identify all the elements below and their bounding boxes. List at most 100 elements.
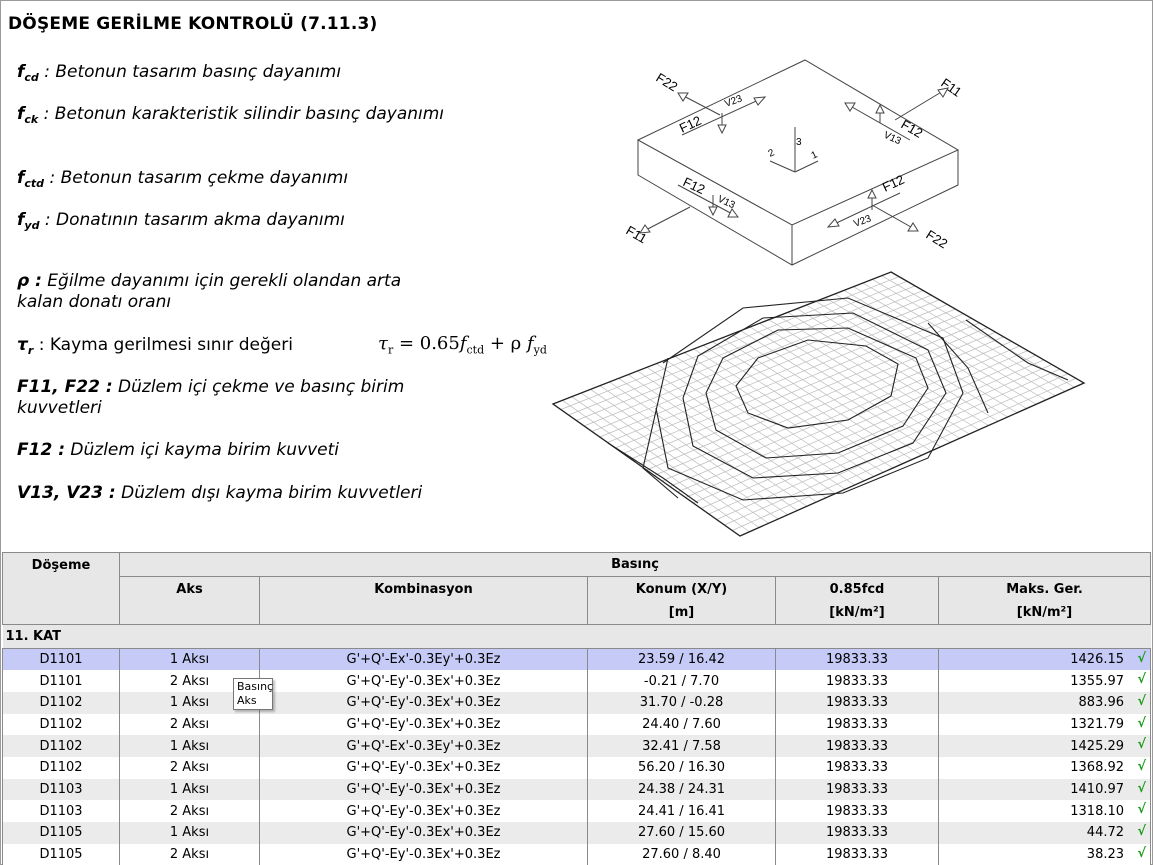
- cell-maks-ger: 1425.29 √: [937, 735, 1152, 757]
- check-icon: √: [1137, 693, 1147, 709]
- cell-fcd: 19833.33: [775, 822, 939, 844]
- check-icon: √: [1137, 737, 1147, 753]
- cell-doseme: D1101: [2, 670, 120, 692]
- cell-doseme: D1101: [2, 648, 120, 671]
- cell-fcd: 19833.33: [775, 691, 939, 714]
- grid-line: [622, 313, 964, 454]
- label-f22: F22: [653, 70, 680, 95]
- grid-line: [716, 368, 1061, 520]
- cell-maks-ger: 1368.92 √: [937, 756, 1152, 779]
- cell-konum: 24.41 / 16.41: [587, 800, 776, 822]
- cell-konum: 31.70 / -0.28: [587, 691, 776, 714]
- maks-ger-value: 44.72: [1086, 825, 1125, 841]
- grid-line: [669, 341, 1012, 487]
- cell-fcd: 19833.33: [775, 735, 939, 757]
- col-header-doseme[interactable]: Döşeme: [2, 552, 120, 625]
- maks-ger-value: 1321.79: [1070, 716, 1125, 732]
- maks-ger-value: 1410.97: [1070, 781, 1125, 797]
- cell-fcd: 19833.33: [775, 670, 939, 692]
- cell-doseme: D1103: [2, 778, 120, 801]
- maks-ger-value: 1426.15: [1070, 652, 1125, 668]
- col-header-aks[interactable]: Aks: [119, 576, 260, 625]
- cell-maks-ger: 1410.97 √: [937, 778, 1152, 801]
- cell-aks: 1 Aksı: [119, 735, 260, 757]
- label-f12: F12: [681, 174, 708, 197]
- grid-line: [732, 378, 1077, 531]
- cell-maks-ger: 44.72 √: [937, 822, 1152, 844]
- grid-line: [708, 364, 1052, 515]
- grid-line: [638, 322, 980, 465]
- grid-line: [646, 327, 988, 471]
- label-axis-2: 2: [767, 147, 777, 160]
- cell-kombinasyon: G'+Q'-Ex'-0.3Ey'+0.3Ez: [259, 648, 588, 671]
- def-fyd: fyd : Donatının tasarım akma dayanımı: [17, 210, 345, 232]
- def-fctd: fctd : Betonun tasarım çekme dayanımı: [17, 168, 349, 190]
- label-axis-3: 3: [796, 137, 802, 148]
- maks-ger-value: 1368.92: [1070, 760, 1125, 776]
- tau-formula: τr = 0.65fctd + ρ fyd: [378, 333, 547, 357]
- cell-konum: 32.41 / 7.58: [587, 735, 776, 757]
- cell-aks: 1 Aksı: [119, 822, 260, 844]
- grid-line: [615, 308, 956, 449]
- cell-maks-ger: 883.96 √: [937, 691, 1152, 714]
- grid-line: [661, 336, 1004, 482]
- cell-maks-ger: 1355.97√: [937, 670, 1152, 692]
- cell-kombinasyon: G'+Q'-Ey'-0.3Ex'+0.3Ez: [259, 822, 588, 844]
- col-header-maks-ger[interactable]: Maks. Ger.[kN/m²]: [937, 576, 1152, 625]
- check-icon: √: [1137, 758, 1147, 774]
- cell-konum: 24.38 / 24.31: [587, 778, 776, 801]
- def-fck: fck : Betonun karakteristik silindir bas…: [17, 104, 445, 126]
- col-header-fcd[interactable]: 0.85fcd[kN/m²]: [775, 576, 939, 625]
- check-icon: √: [1137, 824, 1147, 839]
- grid-line: [654, 331, 996, 476]
- def-v13-v23: V13, V23 : Düzlem dışı kayma birim kuvve…: [17, 483, 423, 503]
- cell-konum: 27.60 / 8.40: [587, 843, 776, 865]
- group-header-basinc: Basınç: [118, 552, 1152, 577]
- stress-table: Döşeme Basınç Aks Kombinasyon Konum (X/Y…: [2, 552, 1152, 865]
- grid-line: [576, 285, 916, 421]
- cell-aks: 2 Aksı: [119, 843, 260, 865]
- cell-konum: 27.60 / 15.60: [587, 822, 776, 844]
- maks-ger-value: 1425.29: [1070, 738, 1125, 754]
- cell-kombinasyon: G'+Q'-Ey'-0.3Ex'+0.3Ez: [259, 843, 588, 865]
- cell-fcd: 19833.33: [775, 778, 939, 801]
- cell-fcd: 19833.33: [775, 756, 939, 779]
- slab-contour-diagram: [551, 271, 1086, 537]
- cell-konum: -0.21 / 7.70: [587, 670, 776, 692]
- cell-doseme: D1102: [2, 735, 120, 757]
- maks-ger-value: 1318.10: [1070, 803, 1125, 819]
- cell-doseme: D1105: [2, 843, 120, 865]
- check-icon: √: [1137, 780, 1147, 796]
- cell-kombinasyon: G'+Q'-Ey'-0.3Ex'+0.3Ez: [259, 713, 588, 736]
- cell-doseme: D1102: [2, 691, 120, 714]
- stress-table-container: Döşeme Basınç Aks Kombinasyon Konum (X/Y…: [2, 552, 1152, 865]
- cell-kombinasyon: G'+Q'-Ey'-0.3Ex'+0.3Ez: [259, 800, 588, 822]
- cell-doseme: D1102: [2, 756, 120, 779]
- def-f11-f22: F11, F22 : Düzlem içi çekme ve basınç bi…: [17, 377, 405, 418]
- cell-doseme: D1103: [2, 800, 120, 822]
- grid-line: [584, 290, 924, 427]
- label-v13: V13: [716, 194, 737, 212]
- col-header-kombinasyon[interactable]: Kombinasyon: [259, 576, 588, 625]
- grid-line: [591, 294, 932, 432]
- def-rho: ρ : Eğilme dayanımı için gerekli olandan…: [17, 271, 402, 312]
- cell-aks: 1 Aksı: [119, 691, 260, 714]
- col-header-konum[interactable]: Konum (X/Y)[m]: [587, 576, 776, 625]
- tooltip: Basınç Aks: [233, 678, 273, 710]
- grid-line: [700, 359, 1044, 509]
- maks-ger-value: 883.96: [1078, 695, 1125, 711]
- maks-ger-value: 1355.97: [1070, 673, 1125, 689]
- grid-line: [560, 276, 900, 410]
- cell-maks-ger: 1426.15√: [937, 648, 1152, 671]
- tooltip-line: Aks: [237, 694, 257, 707]
